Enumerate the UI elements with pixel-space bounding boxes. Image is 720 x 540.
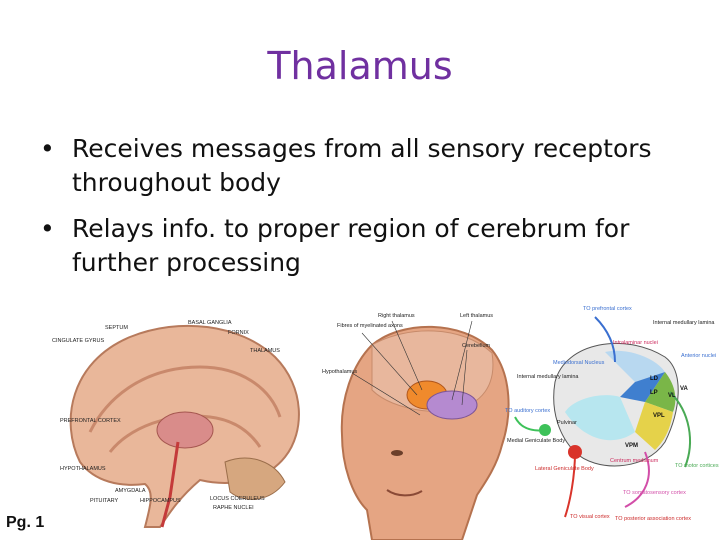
page-label: Pg. 1	[6, 514, 45, 531]
label-hippocampus: HIPPOCAMPUS	[140, 498, 181, 504]
label-internal-lamina: Internal medullary lamina	[653, 320, 715, 326]
bullet-item: • Relays info. to proper region of cereb…	[40, 212, 700, 280]
label-raphe-nuclei: RAPHE NUCLEI	[213, 505, 254, 511]
label-cerebellum: Cerebellum	[462, 343, 491, 349]
label-to-prefrontal: TO prefrontal cortex	[583, 306, 632, 312]
bullet-list: • Receives messages from all sensory rec…	[40, 132, 700, 292]
label-left-thalamus: Left thalamus	[460, 313, 493, 319]
label-mediodorsal: Mediodorsal Nucleus	[553, 360, 605, 366]
label-amygdala: AMYGDALA	[115, 488, 146, 494]
label-internal-lamina-2: Internal medullary lamina	[517, 374, 579, 380]
nucleus-vpm: VPM	[625, 443, 638, 449]
label-intralaminar: Intralaminar nuclei	[613, 340, 658, 346]
thalamic-nuclei-figure: TO prefrontal cortex Internal medullary …	[505, 306, 719, 522]
label-to-motor: TO motor cortices	[675, 463, 719, 469]
label-to-visual: TO visual cortex	[570, 514, 610, 520]
bullet-text: Relays info. to proper region of cerebru…	[72, 214, 630, 277]
label-basal-ganglia: BASAL GANGLIA	[188, 320, 232, 326]
bullet-dot-icon: •	[40, 134, 55, 163]
label-cingulate-gyrus: CINGULATE GYRUS	[52, 338, 104, 344]
label-to-posterior-assoc: TO posterior association cortex	[615, 516, 691, 522]
label-to-auditory: TO auditory cortex	[505, 408, 550, 414]
bullet-item: • Receives messages from all sensory rec…	[40, 132, 700, 200]
nucleus-va: VA	[680, 386, 689, 392]
nucleus-vl: VL	[668, 393, 676, 399]
label-anterior-nuclei: Anterior nuclei	[681, 353, 716, 359]
bullet-text: Receives messages from all sensory recep…	[72, 134, 652, 197]
label-pituitary: PITUITARY	[90, 498, 119, 504]
nucleus-lp: LP	[650, 390, 658, 396]
slide-title: Thalamus	[267, 44, 453, 88]
label-hypothalamus: HYPOTHALAMUS	[60, 466, 106, 472]
label-thalamus: THALAMUS	[250, 348, 280, 354]
sagittal-brain-figure: SEPTUM BASAL GANGLIA FORNIX CINGULATE GY…	[52, 320, 300, 528]
label-right-thalamus: Right thalamus	[378, 313, 415, 319]
label-medial-geniculate: Medial Geniculate Body	[507, 438, 565, 444]
label-to-somatosensory: TO somatosensory cortex	[623, 490, 686, 496]
label-hypothalamus-head: Hypothalamus	[322, 369, 357, 375]
label-centrum-medianum: Centrum medianum	[610, 458, 659, 464]
label-prefrontal-cortex: PREFRONTAL CORTEX	[60, 418, 121, 424]
nucleus-vpl: VPL	[653, 413, 665, 419]
label-septum: SEPTUM	[105, 325, 128, 331]
label-lateral-geniculate: Lateral Geniculate Body	[535, 466, 594, 472]
label-locus-coeruleus: LOCUS COERULEUS	[210, 496, 265, 502]
head-thalamus-figure: Fibres of myelinated axons Right thalamu…	[322, 313, 510, 540]
label-pulvinar: Pulvinar	[557, 420, 577, 426]
nucleus-ld: LD	[650, 376, 659, 382]
label-fornix: FORNIX	[228, 330, 249, 336]
bullet-dot-icon: •	[40, 214, 55, 243]
label-fibres: Fibres of myelinated axons	[337, 323, 403, 329]
